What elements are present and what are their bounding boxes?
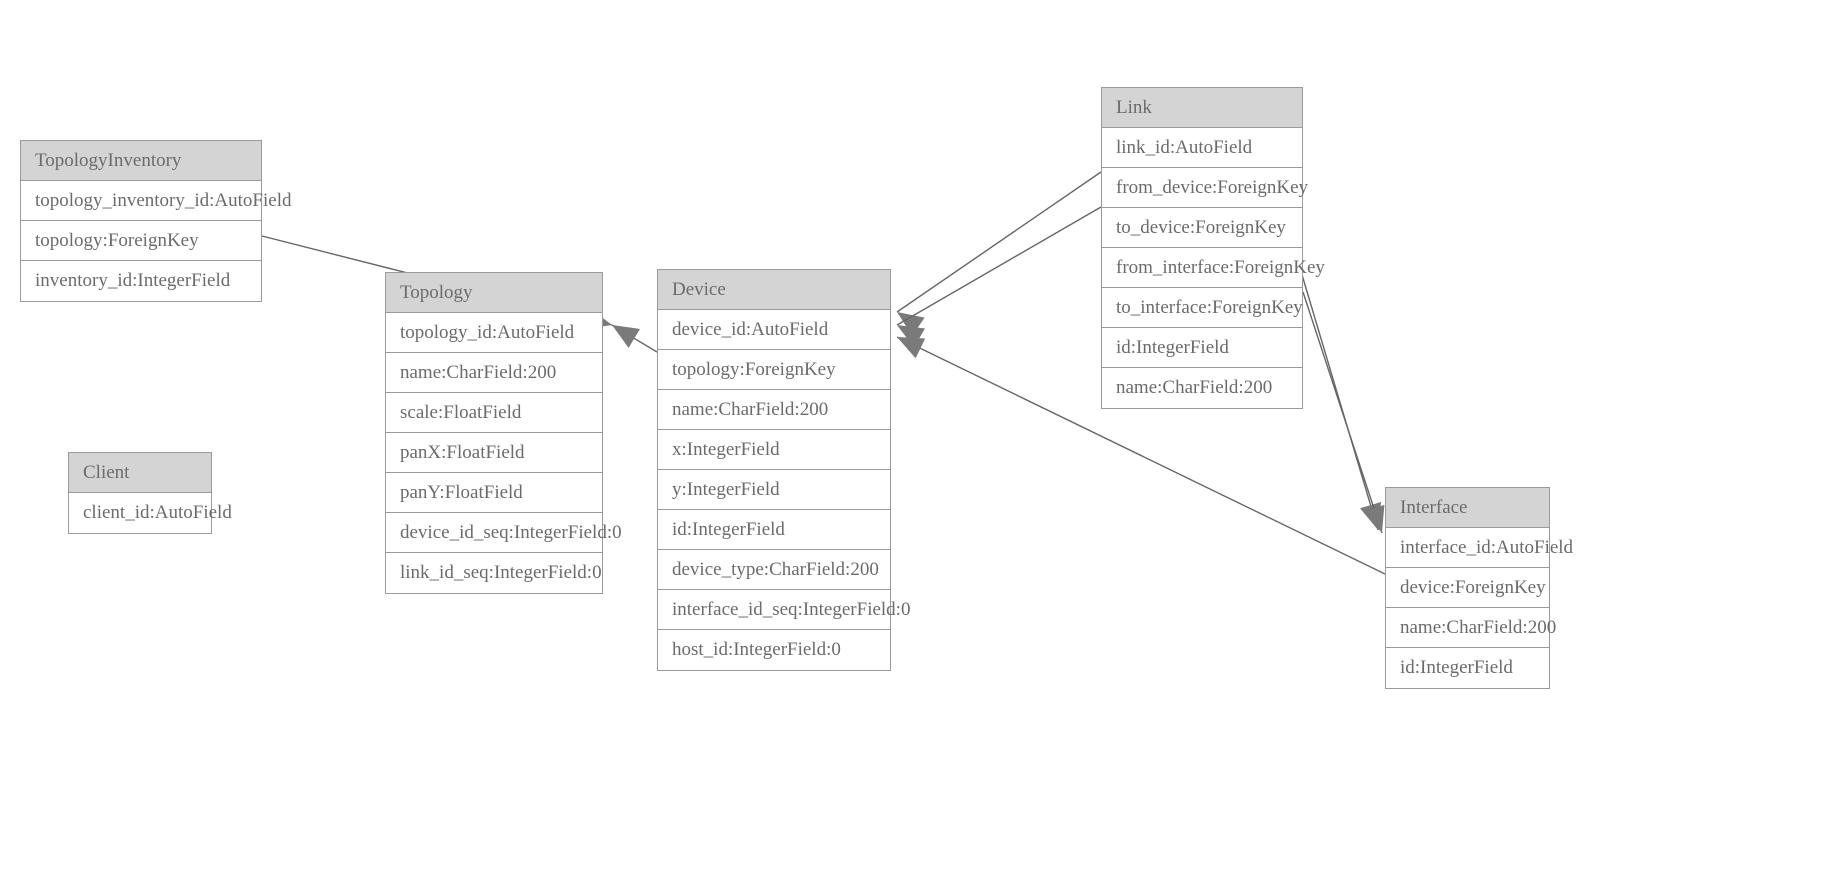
entity-field-row: device_id:AutoField xyxy=(658,310,890,350)
entity-title-link: Link xyxy=(1102,88,1302,128)
entity-field-row: device_id_seq:IntegerField:0 xyxy=(386,513,622,553)
relationship-line xyxy=(896,206,1102,326)
entity-field-row: link_id:AutoField xyxy=(1102,128,1302,168)
entity-title-device: Device xyxy=(658,270,890,310)
entity-field-row: panX:FloatField xyxy=(386,433,602,473)
entity-field-row: interface_id:AutoField xyxy=(1386,528,1573,568)
entity-field-row: id:IntegerField xyxy=(1102,328,1302,368)
entity-field-row: from_device:ForeignKey xyxy=(1102,168,1308,208)
entity-field-row: id:IntegerField xyxy=(1386,648,1549,688)
entity-field-row: name:CharField:200 xyxy=(386,353,602,393)
relationship-link-to-interface-to-interface xyxy=(1302,291,1385,534)
entity-field-row: link_id_seq:IntegerField:0 xyxy=(386,553,602,593)
entity-field-row: topology:ForeignKey xyxy=(658,350,890,390)
relationship-arrowhead xyxy=(612,325,640,348)
relationship-link-from-interface-to-interface xyxy=(1296,257,1382,531)
relationship-line xyxy=(611,324,658,353)
entity-field-row: interface_id_seq:IntegerField:0 xyxy=(658,590,910,630)
entity-field-row: to_interface:ForeignKey xyxy=(1102,288,1303,328)
relationship-line xyxy=(1302,291,1383,534)
entity-field-row: topology_inventory_id:AutoField xyxy=(21,181,292,221)
entity-title-topology: Topology xyxy=(386,273,602,313)
entity-field-row: to_device:ForeignKey xyxy=(1102,208,1302,248)
entity-field-row: id:IntegerField xyxy=(658,510,890,550)
entity-title-client: Client xyxy=(69,453,211,493)
relationship-arrowhead xyxy=(897,337,926,359)
entity-field-row: name:CharField:200 xyxy=(1386,608,1556,648)
entity-field-row: from_interface:ForeignKey xyxy=(1102,248,1325,288)
entity-field-row: panY:FloatField xyxy=(386,473,602,513)
relationship-device-to-topology xyxy=(611,324,658,353)
entity-field-row: device:ForeignKey xyxy=(1386,568,1549,608)
relationship-link-to-device-to-device xyxy=(896,206,1102,348)
entity-field-row: topology_id:AutoField xyxy=(386,313,602,353)
entity-field-row: topology:ForeignKey xyxy=(21,221,261,261)
entity-title-topology_inventory: TopologyInventory xyxy=(21,141,261,181)
relationship-arrowhead xyxy=(897,325,926,348)
entity-field-row: host_id:IntegerField:0 xyxy=(658,630,890,670)
relationship-link-from-device-to-device xyxy=(896,171,1102,336)
relationship-line xyxy=(1296,257,1379,531)
entity-title-interface: Interface xyxy=(1386,488,1549,528)
relationship-arrowhead xyxy=(897,312,925,336)
entity-field-row: device_type:CharField:200 xyxy=(658,550,890,590)
entity-field-row: scale:FloatField xyxy=(386,393,602,433)
entity-field-row: x:IntegerField xyxy=(658,430,890,470)
entity-field-row: name:CharField:200 xyxy=(658,390,890,430)
relationship-line xyxy=(896,171,1102,313)
entity-field-row: inventory_id:IntegerField xyxy=(21,261,261,301)
entity-field-row: y:IntegerField xyxy=(658,470,890,510)
entity-field-row: name:CharField:200 xyxy=(1102,368,1302,408)
entity-field-row: client_id:AutoField xyxy=(69,493,232,533)
